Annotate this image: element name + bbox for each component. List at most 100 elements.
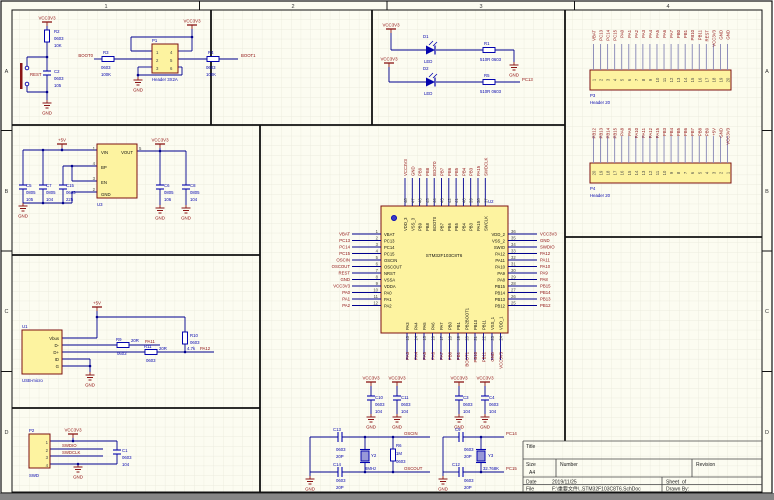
- net-label: PC15: [339, 251, 350, 256]
- resistor-symbol[interactable]: [44, 29, 50, 43]
- gnd-label: GND: [305, 487, 315, 492]
- junction-dot: [76, 462, 80, 466]
- header-type: Header 20: [590, 100, 611, 105]
- net-label: PC13: [599, 29, 604, 40]
- pin-number: 39: [469, 198, 474, 203]
- pin-name: VSS_1: [490, 316, 495, 330]
- junction-dot: [363, 435, 367, 439]
- label: C10: [375, 395, 383, 400]
- gnd-label: GND: [42, 111, 52, 116]
- resistor-symbol[interactable]: [182, 331, 188, 345]
- label: VOUT: [121, 150, 133, 155]
- net-label: PB5: [454, 167, 459, 176]
- junction-dot: [479, 435, 483, 439]
- header-designator: P4: [590, 186, 596, 191]
- net-label: GND: [540, 238, 550, 243]
- crystal-symbol[interactable]: [360, 450, 370, 462]
- reset-button-contact[interactable]: [24, 65, 30, 71]
- label: LED: [424, 59, 432, 64]
- net-label: PB14: [540, 290, 551, 295]
- label: 0603: [464, 478, 474, 483]
- net-label: PB6: [447, 167, 452, 176]
- led-arrow-icon: [428, 72, 434, 78]
- pin-number: 14: [634, 170, 639, 175]
- net-label: PB11: [482, 351, 487, 362]
- pin-number: 8: [676, 171, 681, 174]
- power-label: VCC3V3: [151, 138, 169, 143]
- net-label: PA4: [414, 351, 419, 359]
- label: D2: [423, 66, 429, 71]
- pin-name: PA8: [497, 278, 505, 283]
- header-body-P4[interactable]: [589, 162, 732, 184]
- resistor-symbol[interactable]: [482, 47, 496, 53]
- usb-connector-body[interactable]: [21, 329, 63, 375]
- pin-number: 47: [410, 198, 415, 203]
- zone-letter: B: [5, 189, 9, 195]
- pin-number: 19: [718, 77, 723, 82]
- label: C4: [489, 395, 495, 400]
- crystal-symbol[interactable]: [476, 450, 486, 462]
- resistor-symbol[interactable]: [206, 56, 220, 62]
- net-label: PA12: [648, 127, 653, 138]
- net-label: PB9: [704, 127, 709, 136]
- gnd-label: GND: [392, 425, 402, 430]
- label: Vbus: [49, 336, 59, 341]
- label: 0603: [464, 447, 474, 452]
- label: SWD: [29, 473, 39, 478]
- resistor-symbol[interactable]: [144, 349, 158, 355]
- pin-number: 30: [511, 268, 516, 273]
- pin-name: SWCLK: [483, 216, 488, 231]
- net-label: PB0: [676, 29, 681, 38]
- swd-header-body[interactable]: [28, 433, 51, 469]
- label: R10: [190, 333, 198, 338]
- junction-dot: [60, 148, 64, 152]
- net-label: PA3: [641, 29, 646, 37]
- label: C15: [66, 183, 74, 188]
- label: U3: [97, 202, 103, 207]
- gnd-label: GND: [454, 425, 464, 430]
- net-label: PB7: [690, 127, 695, 136]
- pin-number: 46: [418, 198, 423, 203]
- label: 104: [190, 197, 198, 202]
- power-label: VCC3V3: [388, 376, 406, 381]
- resistor-symbol[interactable]: [390, 448, 396, 462]
- label: 1: [46, 440, 49, 445]
- mcu-body[interactable]: [380, 205, 509, 334]
- pin-number: 20: [726, 77, 731, 82]
- header-body-P3[interactable]: [589, 69, 732, 91]
- label: C13: [333, 427, 341, 432]
- resistor-symbol[interactable]: [482, 79, 496, 85]
- gnd-label: GND: [133, 88, 143, 93]
- net-label: PA10: [634, 127, 639, 138]
- pin-number: 8: [641, 78, 646, 81]
- pin-number: 16: [620, 170, 625, 175]
- regulator-body[interactable]: [96, 143, 138, 199]
- label: 3: [93, 176, 96, 181]
- net-label: BOOT0: [432, 161, 437, 176]
- reset-button-symbol[interactable]: [20, 63, 23, 89]
- net-label: PB1: [683, 29, 688, 38]
- resistor-symbol[interactable]: [101, 56, 115, 62]
- net-label: PA5: [655, 29, 660, 37]
- label: 10K: [54, 43, 62, 48]
- label: VIN: [101, 150, 108, 155]
- pin-number: 5: [697, 171, 702, 174]
- pin-number: 10: [655, 77, 660, 82]
- pin-number: 6: [627, 78, 632, 81]
- led-icon[interactable]: [426, 77, 435, 87]
- led-icon[interactable]: [426, 45, 435, 55]
- label: R4: [208, 50, 214, 55]
- power-label: +5V: [58, 138, 66, 143]
- pin-number: 14: [414, 335, 419, 340]
- boot-header-body[interactable]: [151, 43, 179, 74]
- reset-button-contact[interactable]: [24, 81, 30, 87]
- net-label: VCC3V3: [726, 127, 731, 144]
- header-designator: P3: [590, 93, 596, 98]
- label: C11: [401, 395, 409, 400]
- zone-number: 3: [479, 4, 482, 10]
- resistor-symbol[interactable]: [116, 342, 130, 348]
- pin-number: 35: [511, 236, 516, 241]
- net-label: PB9: [418, 167, 423, 176]
- pin-number: 43: [440, 198, 445, 203]
- label: 0603: [336, 478, 346, 483]
